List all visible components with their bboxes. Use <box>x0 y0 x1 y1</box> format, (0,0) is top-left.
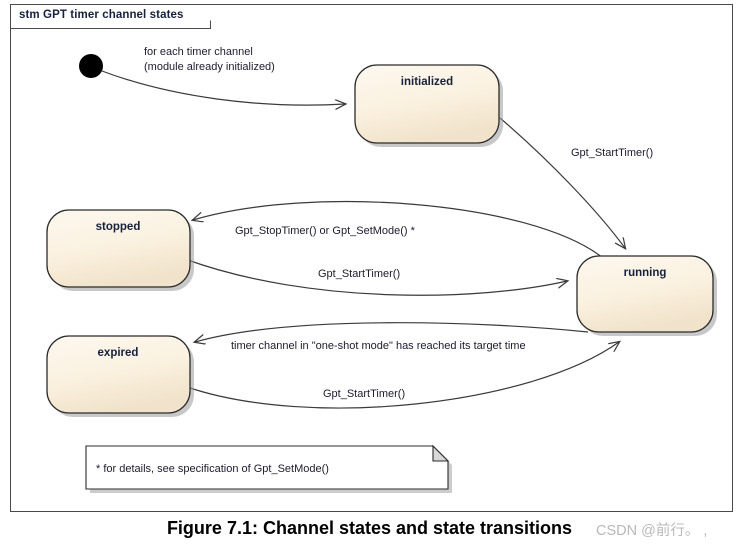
state-initialized[interactable]: initialized <box>354 64 503 147</box>
edge-label-initial-to-initialized-line2: (module already initialized) <box>144 61 275 73</box>
note-text: * for details, see specification of Gpt_… <box>96 463 329 475</box>
initial-pseudostate <box>79 54 103 78</box>
state-stopped-label: stopped <box>96 221 141 233</box>
state-running-box[interactable] <box>576 255 714 333</box>
state-initialized-box[interactable] <box>354 64 500 144</box>
state-expired-box[interactable] <box>46 335 191 414</box>
state-running-label: running <box>624 267 667 279</box>
edge-path-expired-to-running <box>186 342 619 409</box>
diagram-title-tab: stm GPT timer channel states <box>11 5 211 29</box>
edge-label-initialized-to-running: Gpt_StartTimer() <box>571 147 653 159</box>
state-expired-label: expired <box>98 347 139 359</box>
note-gpt-setmode: * for details, see specification of Gpt_… <box>85 444 452 493</box>
state-stopped[interactable]: stopped <box>46 209 194 291</box>
state-stopped-box[interactable] <box>46 209 191 288</box>
edge-label-running-to-stopped: Gpt_StopTimer() or Gpt_SetMode() * <box>235 225 416 237</box>
diagram-title-label: stm GPT timer channel states <box>19 9 184 21</box>
note-box <box>85 445 449 490</box>
edge-label-expired-to-running: Gpt_StartTimer() <box>323 388 405 400</box>
diagram-canvas: for each timer channel (module already i… <box>46 46 717 493</box>
transition-running-to-expired: timer channel in "one-shot mode" has rea… <box>195 322 589 352</box>
edge-label-initial-to-initialized-line1: for each timer channel <box>144 46 253 58</box>
note-fold-corner-icon <box>432 444 450 462</box>
transition-initialized-to-running: Gpt_StartTimer() <box>499 117 653 248</box>
state-initialized-label: initialized <box>401 76 453 88</box>
state-expired[interactable]: expired <box>46 335 194 417</box>
transition-stopped-to-running: Gpt_StartTimer() <box>184 258 567 296</box>
edge-label-stopped-to-running: Gpt_StartTimer() <box>318 268 400 280</box>
edge-label-running-to-expired: timer channel in "one-shot mode" has rea… <box>231 340 526 352</box>
edge-path-running-to-stopped <box>193 201 604 259</box>
transition-running-to-stopped: Gpt_StopTimer() or Gpt_SetMode() * <box>193 201 604 259</box>
figure-caption: Figure 7.1: Channel states and state tra… <box>166 518 573 538</box>
state-running[interactable]: running <box>576 255 717 336</box>
edge-path-initialized-to-running <box>499 117 625 248</box>
edge-path-running-to-expired <box>195 322 589 342</box>
edge-path-stopped-to-running <box>184 258 567 296</box>
uml-diagram-frame: stm GPT timer channel states for each ti… <box>10 4 733 512</box>
edge-path-initial-to-initialized <box>101 70 345 105</box>
transition-initial-to-initialized: for each timer channel (module already i… <box>101 46 345 105</box>
watermark-text: CSDN @前行。 , <box>596 523 708 539</box>
transition-expired-to-running: Gpt_StartTimer() <box>186 342 619 409</box>
